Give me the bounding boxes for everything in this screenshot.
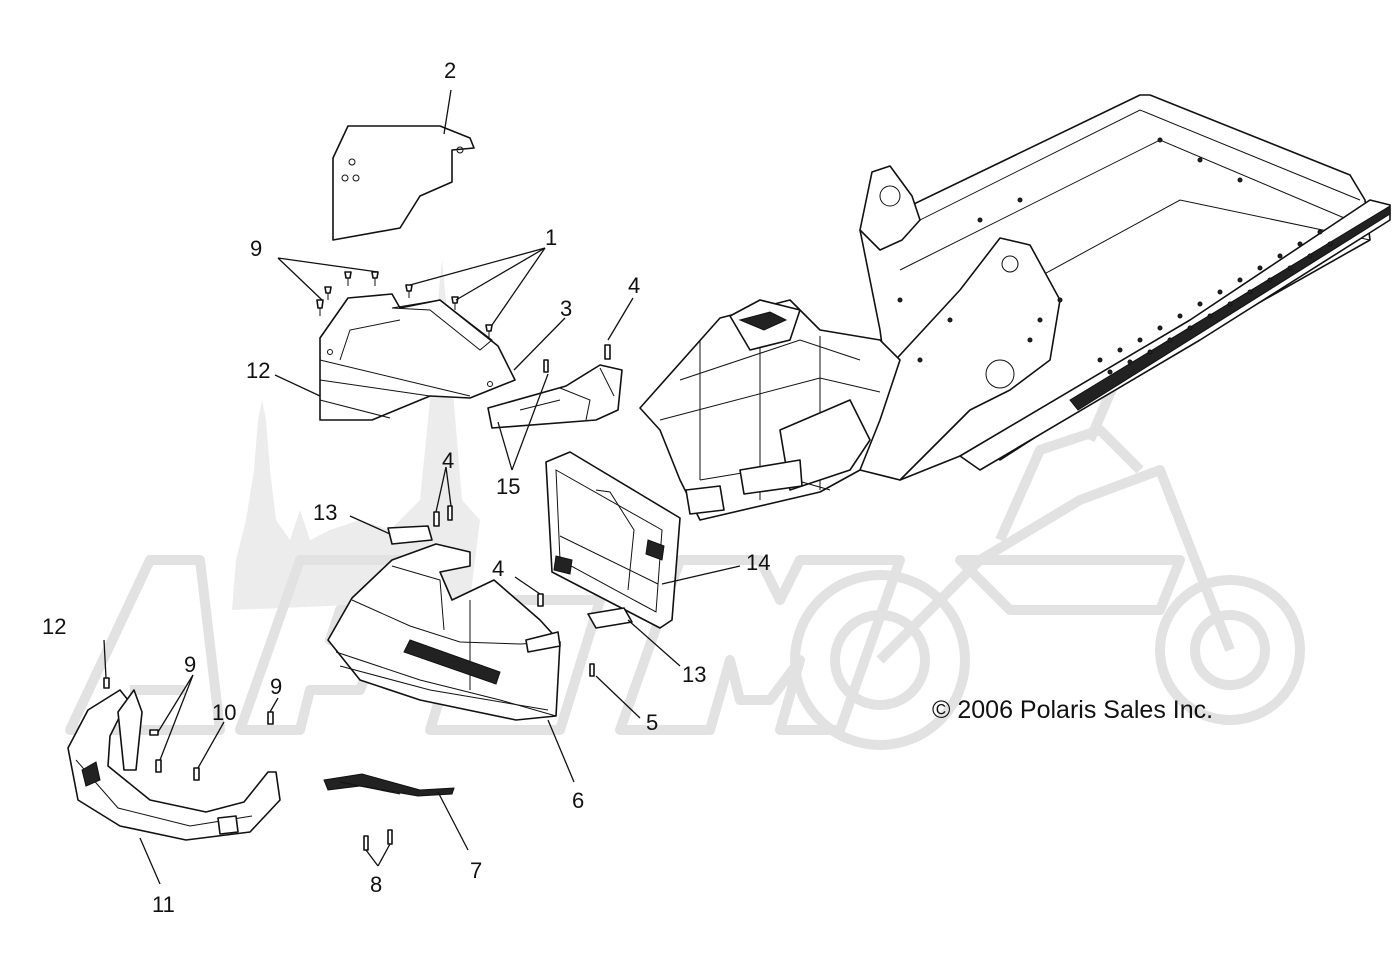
callout-2: 2 (444, 58, 456, 83)
callout-9: 9 (270, 674, 282, 699)
callout-15: 15 (496, 474, 520, 499)
callout-5: 5 (646, 710, 658, 735)
chassis-tunnel (639, 94, 1391, 521)
callout-4: 4 (492, 556, 504, 581)
callout-1: 1 (545, 225, 557, 250)
part-14-bulkhead (545, 451, 681, 629)
callout-3: 3 (560, 296, 572, 321)
callout-10: 10 (212, 700, 236, 725)
callout-11: 11 (152, 892, 175, 917)
part-3-shield (487, 344, 623, 429)
part-11-bumper (67, 689, 281, 841)
leader-lines (103, 89, 741, 885)
callout-9: 9 (250, 236, 262, 261)
callout-labels: 2 1 9 3 4 12 15 4 13 14 4 12 9 10 9 13 5… (42, 58, 770, 917)
callout-13: 13 (313, 500, 337, 525)
callout-4: 4 (628, 273, 640, 298)
part-7-skid-plate (323, 773, 455, 797)
callout-7: 7 (470, 858, 482, 883)
callout-6: 6 (572, 788, 584, 813)
part-6-bellypan (327, 543, 561, 721)
callout-9: 9 (184, 652, 196, 677)
watermark-logo (65, 260, 1305, 750)
callout-12: 12 (42, 614, 66, 639)
callout-12: 12 (246, 358, 270, 383)
part-2-panel (332, 125, 475, 241)
callout-4: 4 (442, 448, 454, 473)
fasteners-upper (316, 271, 493, 338)
fasteners-lower (103, 505, 595, 851)
copyright-notice: © 2006 Polaris Sales Inc. (932, 696, 1213, 724)
part-13-pads (387, 525, 633, 629)
part-12-upper-plate (319, 293, 516, 421)
callout-13: 13 (682, 662, 706, 687)
callout-8: 8 (370, 872, 382, 897)
perforation-dots (1097, 229, 1333, 375)
callout-14: 14 (746, 550, 770, 575)
